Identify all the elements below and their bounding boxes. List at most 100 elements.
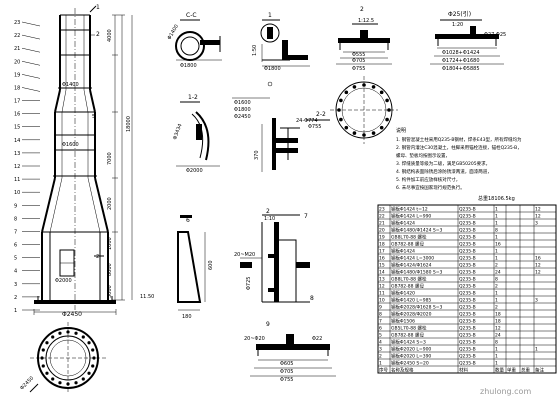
bom-cell: 4 [379, 340, 382, 346]
leader-line [21, 61, 41, 66]
bottom-dim-inner: Φ605 [280, 361, 293, 367]
bom-cell: 钢板Φ1424 L=990 [391, 213, 431, 220]
section-11-dim-1: Φ1600 [234, 100, 251, 106]
bom-cell: GB8L70-88 螺栓 [391, 276, 427, 283]
bom-cell: 16 [379, 256, 385, 262]
svg-text:2: 2 [266, 208, 270, 215]
bolt-hole [45, 341, 49, 345]
bom-cell: 18 [379, 242, 385, 248]
svg-text:2: 2 [360, 6, 364, 13]
bom-cell: 钢板Φ1506 [391, 318, 415, 325]
bolt-hole [352, 85, 357, 89]
item-number: 9 [14, 203, 17, 209]
bottom-flange-detail: 20~Φ20 Φ22 Φ605 Φ705 Φ755 [244, 334, 336, 383]
bom-cell: 2 [495, 305, 498, 311]
bom-header-cell: 备注 [535, 367, 544, 374]
flange-dim-outer: Φ755 [352, 66, 365, 72]
bom-cell: 3 [535, 298, 538, 304]
watermark: zhulong.com [480, 387, 531, 396]
item-number: 11 [14, 177, 20, 183]
bom-cell: 12 [535, 214, 541, 220]
bom-cell: 8 [495, 228, 498, 234]
bom-header-cell: 名称及规格 [391, 367, 414, 374]
item-number: 3 [14, 282, 17, 288]
bom-cell: Q235-B [459, 340, 476, 346]
svg-text:Φ1800: Φ1800 [264, 66, 281, 72]
bolt-hole [362, 133, 366, 137]
dim-1000: 1000 [107, 237, 113, 250]
bolt-hole [58, 381, 62, 385]
bolt-hole [352, 131, 357, 135]
svg-text:24-Φ774: 24-Φ774 [296, 118, 318, 124]
bom-header-cell: 单重 [507, 367, 516, 374]
anchor-bolt-label: 20~M20 [234, 252, 255, 258]
bom-cell: 9 [379, 305, 382, 311]
bom-cell: Q235-B [459, 305, 476, 311]
item-number: 14 [14, 138, 20, 144]
plate-detail-scale: 1:20 [452, 22, 463, 28]
bom-cell: Q235-B [459, 319, 476, 325]
note-line: 6. 未尽事宜按国家现行规范执行。 [396, 184, 465, 191]
bolt-hole [87, 341, 91, 345]
bom-cell: Q235-B [459, 263, 476, 269]
base-detail: 2 1:10 20~M20 Φ725 7 8 9 [234, 208, 314, 328]
bolt-hole [41, 348, 45, 352]
item-number: 1 [14, 308, 17, 314]
bom-cell: 10 [379, 298, 385, 304]
bom-cell: 12 [535, 270, 541, 276]
plate-detail-dim-3: Φ1804+Φ5885 [442, 66, 480, 72]
item-number: 2 [14, 295, 17, 301]
bolt-hole [385, 98, 389, 103]
leader-line [21, 74, 41, 79]
item-number: 12 [14, 164, 20, 170]
section-1-2: 1-2 Φ2000 Φ3434 [172, 94, 220, 174]
bom-cell: 1 [495, 207, 498, 213]
svg-text:6: 6 [186, 217, 190, 224]
gusset-height: 600 [208, 260, 214, 270]
bom-cell: Q235-B [459, 347, 476, 353]
bom-cell: 12 [535, 207, 541, 213]
dim-4000: 4000 [107, 29, 113, 42]
bom-cell: 钢板Φ1424 [391, 248, 415, 255]
bolt-hole [74, 331, 78, 335]
bom-cell: 16 [495, 242, 501, 248]
bom-cell: 1 [495, 347, 498, 353]
bom-cell: Q235-B [459, 242, 476, 248]
bolt-hole [51, 335, 55, 339]
gusset-width: 180 [182, 314, 192, 320]
bolt-hole [339, 117, 343, 122]
bolt-hole [91, 364, 95, 368]
bom-cell: Q235-B [459, 333, 476, 339]
dim-2000: 2000 [107, 197, 113, 210]
bom-cell: 22 [379, 214, 385, 220]
bolt-hole [371, 85, 376, 89]
note-line: 1. 钢管混凝土柱采用Q235-B钢材，焊条E43型，所有焊缝均为 [396, 136, 522, 143]
bom-header-cell: 总重 [521, 367, 530, 374]
bom-cell: GB8L70-88 螺栓 [391, 234, 427, 241]
bom-total-weight: 总重18106.5kg [478, 195, 515, 202]
bom-cell: 1 [495, 249, 498, 255]
bom-cell: Q235-B [459, 221, 476, 227]
bom-cell: Q235-B [459, 270, 476, 276]
bom-cell: Q235-B [459, 228, 476, 234]
section-11-dim-2: Φ1800 [234, 107, 251, 113]
bom-cell: 14 [379, 270, 385, 276]
plate-detail-tag: Φ27 Φ25 [484, 32, 506, 38]
column-elevation: 1 Φ1400 Φ1600 Φ2000 Φ2450 4000 7000 2000… [14, 4, 154, 318]
section-1-1: Φ1600 Φ1800 Φ2450 370 2-2 24-Φ774 Φ755 [232, 97, 330, 172]
leader-line [21, 21, 41, 27]
bom-cell: 钢板Φ1424/Φ1624 [391, 262, 432, 269]
svg-text:20~Φ20: 20~Φ20 [244, 336, 265, 342]
bom-cell: 11 [379, 291, 385, 297]
bom-header-cell: 数量 [495, 367, 504, 374]
svg-text:Φ755: Φ755 [308, 124, 321, 130]
flange-dim-mid: Φ705 [352, 58, 365, 64]
item-number: 18 [14, 85, 20, 91]
bom-cell: 3 [535, 221, 538, 227]
bom-cell: Q235-B [459, 277, 476, 283]
dim-3000: 3000 [107, 285, 113, 298]
bom-cell: 20 [379, 228, 385, 234]
bolt-hole [339, 98, 343, 103]
